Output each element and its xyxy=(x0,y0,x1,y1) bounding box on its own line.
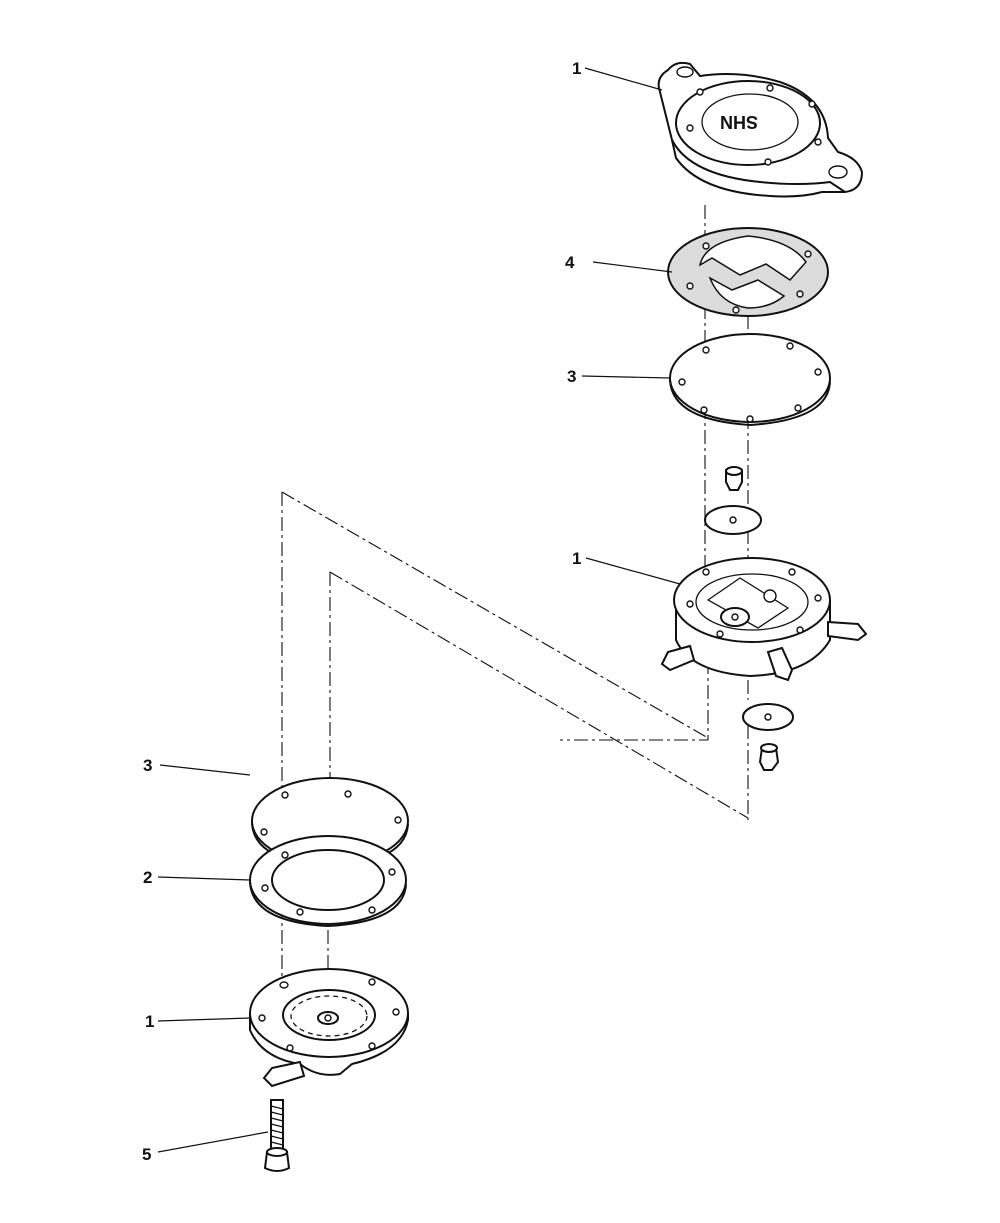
pump-body-part xyxy=(660,557,868,682)
callout-pump-body: 1 xyxy=(572,549,581,568)
upper-valve-part xyxy=(704,466,762,535)
lower-gasket-part xyxy=(249,835,407,928)
callout-diaphragm-lower: 3 xyxy=(143,756,152,775)
upper-gasket-part xyxy=(667,227,829,317)
upper-diaphragm-part xyxy=(669,333,831,427)
bottom-cover-part xyxy=(249,968,409,1088)
callouts: 1 4 3 1 3 2 1 5 xyxy=(142,59,681,1164)
callout-gasket-upper: 4 xyxy=(565,253,575,272)
assembly-lines xyxy=(281,205,749,1010)
callout-diaphragm-upper: 3 xyxy=(567,367,576,386)
screw-part xyxy=(263,1099,291,1172)
lower-valve-part xyxy=(742,703,794,771)
callout-bottom-cover: 1 xyxy=(145,1012,154,1031)
callout-top-cover: 1 xyxy=(572,59,581,78)
callout-gasket-lower: 2 xyxy=(143,868,152,887)
top-cover-part: SHN xyxy=(657,61,864,198)
callout-screw: 5 xyxy=(142,1145,151,1164)
cover-markings: SHN xyxy=(720,112,758,132)
